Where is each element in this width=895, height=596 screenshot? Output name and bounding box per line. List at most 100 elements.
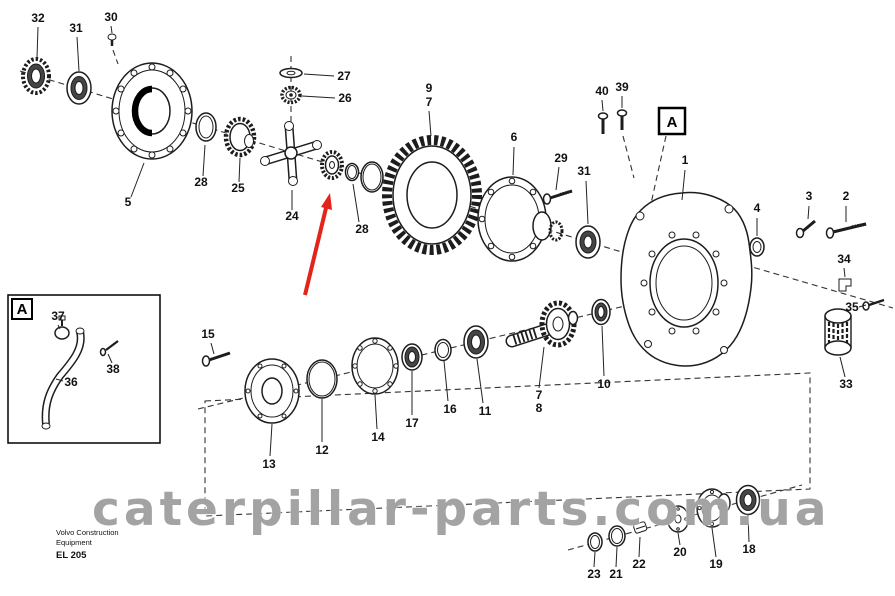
part-2-bolt <box>825 222 867 239</box>
callout-19: 19 <box>709 557 723 571</box>
callout-labels: 32 31 30 5 28 25 24 27 26 28 9 7 6 29 31… <box>31 10 859 581</box>
part-5-flange-hub <box>111 62 193 160</box>
part-40-bolt <box>597 112 609 134</box>
callout-21: 21 <box>609 567 623 581</box>
brand-line-2: Equipment <box>56 537 92 547</box>
callout-22: 22 <box>632 557 646 571</box>
callout-6: 6 <box>511 130 518 144</box>
callout-35: 35 <box>845 300 859 314</box>
callout-38: 38 <box>106 362 120 376</box>
part-20-washer <box>666 505 690 533</box>
callout-7a: 7 <box>426 95 433 109</box>
inset-detail-box: A <box>7 294 161 444</box>
callout-8: 8 <box>536 401 543 415</box>
callout-40: 40 <box>595 84 609 98</box>
callout-17: 17 <box>405 416 419 430</box>
part-7-crown-wheel <box>382 135 482 255</box>
red-arrow-shaft <box>303 207 328 296</box>
red-pointer-arrow <box>303 193 332 296</box>
brand-line-1: Volvo Construction <box>56 528 119 537</box>
callout-34: 34 <box>837 252 851 266</box>
part-14-shim-flange <box>351 337 399 395</box>
red-arrow-head <box>321 193 332 210</box>
inset-a-marker: A <box>17 301 28 318</box>
part-35-bolt <box>862 298 885 311</box>
callout-12: 12 <box>315 443 329 457</box>
part-31-bearing-right <box>575 225 601 259</box>
part-3-bolt <box>795 219 816 239</box>
callout-31b: 31 <box>577 164 591 178</box>
brand-block: Volvo Construction Equipment EL 205 <box>56 528 119 562</box>
detail-a-marker: A <box>657 106 687 136</box>
callout-28b: 28 <box>355 222 369 236</box>
part-8-pinion-shaft <box>505 300 579 348</box>
part-11-bearing <box>463 325 489 359</box>
callout-30: 30 <box>104 10 118 24</box>
callout-10: 10 <box>597 377 611 391</box>
main-a-marker: A <box>667 114 678 131</box>
callout-33: 33 <box>839 377 853 391</box>
part-23-lock-ring <box>587 532 603 552</box>
callout-11: 11 <box>479 404 492 418</box>
callout-2: 2 <box>843 189 850 203</box>
part-36-breather-hose <box>41 327 85 430</box>
callout-28a: 28 <box>194 175 208 189</box>
part-15-bolt <box>201 351 231 367</box>
part-28-ring-right <box>344 162 360 182</box>
callout-27: 27 <box>337 69 351 83</box>
part-26-small-gear <box>280 85 302 105</box>
leader-lines <box>36 25 867 568</box>
callout-16: 16 <box>443 402 457 416</box>
part-39-bolt <box>616 109 628 130</box>
part-22-lock-clip <box>633 521 648 534</box>
callout-26: 26 <box>338 91 352 105</box>
callout-32: 32 <box>31 11 45 25</box>
part-32-bearing-cone <box>21 57 51 95</box>
part-34-lock-plate <box>838 278 852 292</box>
callout-7b: 7 <box>536 388 543 402</box>
callout-9: 9 <box>426 81 433 95</box>
callout-18: 18 <box>742 542 756 556</box>
callout-36: 36 <box>64 375 78 389</box>
part-27-washer <box>279 67 303 79</box>
callout-39: 39 <box>615 80 629 94</box>
part-13-bearing-cover <box>244 358 300 424</box>
part-6-differential-case <box>477 176 564 262</box>
callout-23: 23 <box>587 567 601 581</box>
part-38-stud <box>99 340 119 357</box>
part-10-bearing-race <box>591 298 611 326</box>
callout-5: 5 <box>125 195 132 209</box>
part-1-axle-housing <box>620 191 753 367</box>
part-side-gear-arrow-target <box>320 150 344 180</box>
callout-31a: 31 <box>69 21 83 35</box>
part-18-seal <box>735 484 761 516</box>
part-37-clamp <box>54 315 70 340</box>
model-code: EL 205 <box>56 549 87 561</box>
callout-29: 29 <box>554 151 568 165</box>
callout-3: 3 <box>806 189 813 203</box>
callout-24: 24 <box>285 209 299 223</box>
callout-4: 4 <box>754 201 761 215</box>
callout-14: 14 <box>371 430 385 444</box>
part-4-plug <box>749 237 765 257</box>
part-31-bearing-left <box>66 71 92 105</box>
part-19-drive-flange <box>696 488 731 528</box>
part-17-seal <box>401 343 423 371</box>
part-thrust-ring <box>360 161 384 193</box>
part-33-bearing-cage <box>824 308 852 356</box>
callout-13: 13 <box>262 457 276 471</box>
part-24-spider-cross <box>260 121 322 186</box>
part-29-bolt <box>542 189 573 205</box>
part-25-bevel-gear <box>223 116 257 158</box>
callout-25: 25 <box>231 181 245 195</box>
part-12-o-ring <box>306 359 338 399</box>
callout-20: 20 <box>673 545 687 559</box>
part-21-washer-ring <box>608 525 626 547</box>
callout-1: 1 <box>682 153 689 167</box>
part-28-ring-left <box>195 112 217 142</box>
part-16-spacer-ring <box>434 338 452 362</box>
callout-15: 15 <box>201 327 215 341</box>
part-30-nut <box>107 33 117 46</box>
